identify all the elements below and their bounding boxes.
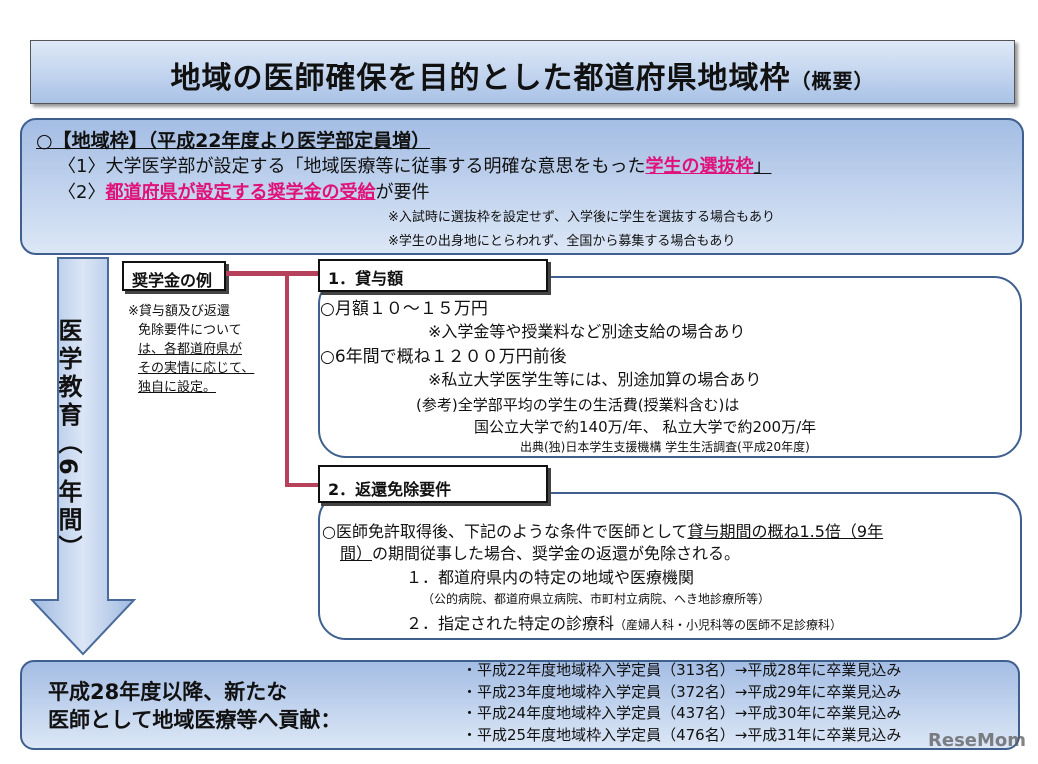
watermark-logo: ReseMom [928, 730, 1027, 751]
req1-suffix: 」 [753, 156, 772, 177]
note-1: ※入試時に選抜枠を設定せず、入学後に学生を選抜する場合もあり [388, 210, 775, 225]
condition-2-detail: （産婦人科・小児科等の医師不足診療科） [614, 618, 843, 632]
exemption-text: の期間従事した場合、奨学金の返還が免除される。 [372, 544, 741, 563]
scholarship-label: 奨学金の例 [122, 261, 226, 291]
scholarship-note: ※貸与額及び返還 免除要件について は、各都道府県が その実情に応じて、 独自に… [128, 302, 254, 397]
title-box: 地域の医師確保を目的とした都道府県地域枠（概要） [30, 40, 1015, 104]
exemption-text: ○医師免許取得後、下記のような条件で医師として [322, 522, 688, 541]
list-item: ・平成25年度地域枠入学定員（476名）→平成31年に卒業見込み [462, 725, 902, 744]
arrow-label: 医学教育（6年間） [54, 318, 82, 563]
condition-1: １．都道府県内の特定の地域や医療機関 [406, 568, 695, 587]
req1-text: 〈1〉大学医学部が設定する「地域医療等に従事する明確な意思をもった [58, 156, 646, 177]
loan-line: ○月額１０～１５万円 [320, 299, 488, 319]
requirement-2: 〈2〉都道府県が設定する奨学金の受給が要件 [58, 178, 429, 204]
title-sub: （概要） [790, 69, 875, 93]
title-main: 地域の医師確保を目的とした都道府県地域枠 [170, 61, 791, 96]
exemption-line2: 間）の期間従事した場合、奨学金の返還が免除される。 [340, 540, 740, 564]
exemption-box: ○医師免許取得後、下記のような条件で医師として貸与期間の概ね1.5倍（9年 間）… [318, 492, 1022, 640]
connector-line [285, 483, 322, 487]
req2-highlight: 都道府県が設定する奨学金の受給 [105, 182, 376, 203]
note-line: は、各都道府県が [138, 342, 243, 357]
list-item: ・平成24年度地域枠入学定員（437名）→平成30年に卒業見込み [462, 704, 902, 722]
connector-line [285, 271, 289, 487]
loan-line: 国公立大学で約140万/年、 私立大学で約200万/年 [474, 418, 817, 436]
list-item: ・平成22年度地域枠入学定員（313名）→平成28年に卒業見込み [462, 661, 902, 679]
connector-line [226, 271, 322, 276]
req1-highlight: 学生の選抜枠 [645, 156, 754, 177]
condition-2-text: ２．指定された特定の診療科 [406, 614, 615, 633]
condition-1-detail: （公的病院、都道府県立病院、市町村立病院、へき地診療所等） [422, 592, 771, 606]
note-line: 独自に設定。 [138, 380, 217, 395]
section-heading: ○【地域枠】（平成22年度より医学部定員増） [36, 130, 431, 152]
regional-quota-section: ○【地域枠】（平成22年度より医学部定員増） 〈1〉大学医学部が設定する「地域医… [20, 118, 1024, 255]
exemption-underline: 間） [340, 544, 373, 563]
list-item: ・平成23年度地域枠入学定員（372名）→平成29年に卒業見込み [462, 682, 902, 701]
req2-prefix: 〈2〉 [58, 182, 106, 203]
loan-line: ※私立大学医学生等には、別途加算の場合あり [428, 370, 762, 389]
note-line: ※貸与額及び返還 [128, 304, 230, 319]
note-line: 免除要件について [138, 323, 242, 338]
note-2: ※学生の出身地にとらわれず、全国から募集する場合もあり [388, 234, 736, 249]
heading-line: 医師として地域医療等へ貢献： [48, 708, 342, 732]
loan-line: ○6年間で概ね１２００万円前後 [320, 347, 567, 367]
contribution-box: 平成28年度以降、新たな 医師として地域医療等へ貢献： ・平成22年度地域枠入学… [20, 660, 1020, 750]
exemption-underline: 貸与期間の概ね1.5倍（9年 [687, 522, 884, 541]
exemption-line1: ○医師免許取得後、下記のような条件で医師として貸与期間の概ね1.5倍（9年 [322, 518, 883, 542]
loan-source: 出典(独)日本学生支援機構 学生生活調査(平成20年度) [520, 440, 810, 454]
page-title: 地域の医師確保を目的とした都道府県地域枠（概要） [31, 53, 1014, 97]
loan-line: ※入学金等や授業料など別途支給の場合あり [428, 322, 746, 341]
loan-amount-box: ○月額１０～１５万円 ※入学金等や授業料など別途支給の場合あり ○6年間で概ね１… [318, 276, 1022, 458]
heading-line: 平成28年度以降、新たな [48, 680, 288, 704]
loan-amount-label: 1．貸与額 [318, 259, 548, 292]
condition-2: ２．指定された特定の診療科（産婦人科・小児科等の医師不足診療科） [406, 610, 842, 634]
down-arrow-icon [29, 257, 137, 656]
loan-line: (参考)全学部平均の学生の生活費(授業料含む)は [416, 396, 740, 414]
graduation-list: ・平成22年度地域枠入学定員（313名）→平成28年に卒業見込み ・平成23年度… [462, 660, 901, 746]
note-line: その実情に応じて、 [138, 361, 255, 376]
contribution-heading: 平成28年度以降、新たな 医師として地域医療等へ貢献： [48, 678, 341, 734]
req2-suffix: が要件 [375, 182, 430, 203]
exemption-label: 2．返還免除要件 [318, 465, 548, 503]
requirement-1: 〈1〉大学医学部が設定する「地域医療等に従事する明確な意思をもった学生の選抜枠」 [58, 152, 771, 178]
